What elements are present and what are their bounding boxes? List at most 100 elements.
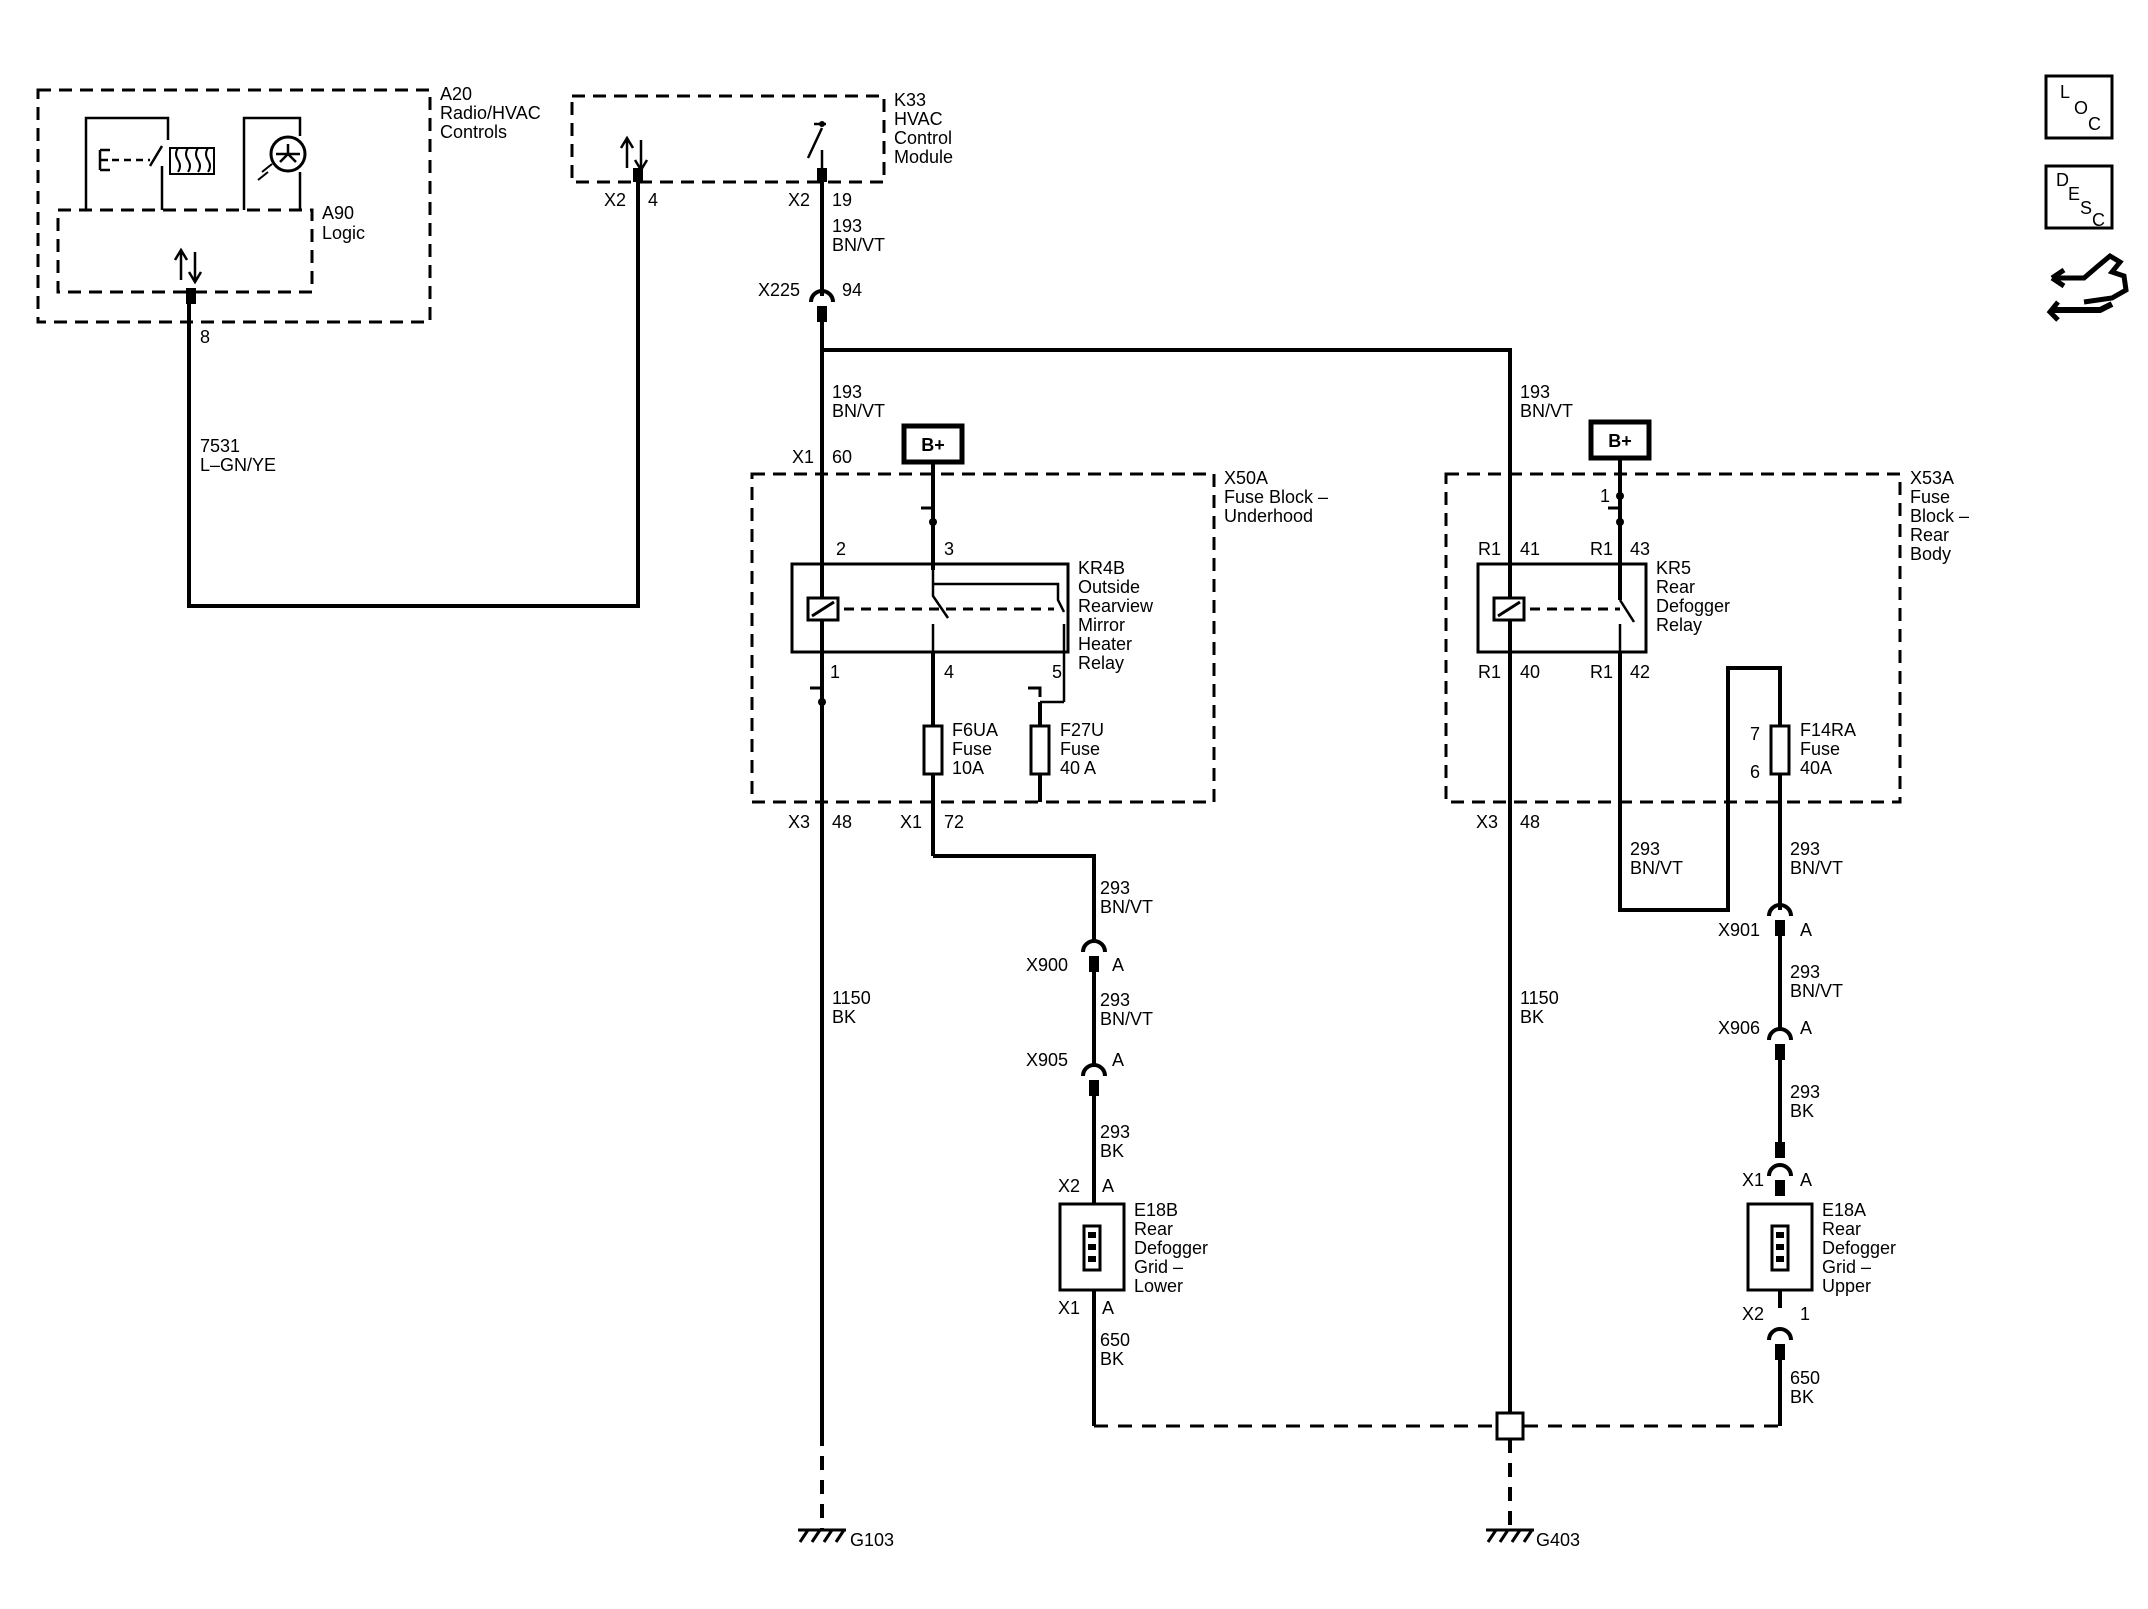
pin-connector: R1 — [1478, 539, 1501, 559]
rear-defog-switch-icon — [84, 116, 170, 210]
pin-label: 2 — [836, 539, 846, 559]
wire-label-circuit: 293 — [1100, 1122, 1130, 1142]
e18b-rear-defogger-grid-lower: X2 A E18B Rear Defogger Grid – Lower X1 … — [1058, 1176, 1208, 1426]
pin-connector: X3 — [788, 812, 810, 832]
desc-button[interactable]: D E S C — [2044, 164, 2114, 230]
pin-label: 43 — [1630, 539, 1650, 559]
pin-label: A — [1102, 1176, 1114, 1196]
connector-x906-icon — [1767, 1027, 1793, 1062]
e18a-label-line1: Rear — [1822, 1219, 1861, 1239]
f27u-label-id: F27U — [1060, 720, 1104, 740]
k33-hvac-control-module: K33 HVAC Control Module X2 4 X2 19 — [570, 90, 953, 210]
e18a-rear-defogger-grid-upper: X1 A E18A Rear Defogger Grid – Upper X2 … — [1742, 1170, 1896, 1426]
loc-letter-o: O — [2074, 98, 2088, 118]
wire-label-color: BK — [1790, 1101, 1814, 1121]
ground-g403-icon — [1484, 1528, 1536, 1544]
wire-label-color: BN/VT — [1790, 981, 1843, 1001]
e18a-label-line2: Defogger — [1822, 1238, 1896, 1258]
ground-g103-icon — [796, 1528, 848, 1544]
ground-g403-label: G403 — [1536, 1530, 1580, 1550]
pin-connector: R1 — [1590, 662, 1613, 682]
pin-label: 1 — [830, 662, 840, 682]
pin-connector: X2 — [788, 190, 810, 210]
pin-connector: X2 — [1058, 1176, 1080, 1196]
b-plus-label: B+ — [1608, 431, 1632, 451]
diagnostic-hand-icon[interactable] — [2046, 252, 2129, 322]
wire-label-color: BK — [1790, 1387, 1814, 1407]
pin-connector: X3 — [1476, 812, 1498, 832]
pin-label: A — [1112, 955, 1124, 975]
kr4b-label-line5: Relay — [1078, 653, 1124, 673]
wire-label-circuit: 293 — [1100, 990, 1130, 1010]
connector-x900-icon — [1081, 939, 1107, 974]
splice-pack-icon — [1495, 1411, 1525, 1441]
pin-connector: X1 — [1058, 1298, 1080, 1318]
wire-1150-right: 1150 BK — [1520, 988, 1559, 1027]
wire-label-color: BN/VT — [1520, 401, 1573, 421]
x53a-label-id: X53A — [1910, 468, 1954, 488]
wire-label-circuit: 293 — [1790, 1082, 1820, 1102]
wire-193-k33: 193 BN/VT X225 94 — [758, 182, 885, 324]
x53a-label-line4: Body — [1910, 544, 1951, 564]
wire-label-color: BK — [1100, 1349, 1124, 1369]
kr5-relay: R1 41 R1 43 KR5 Rear Defogger Relay R1 4… — [1476, 539, 1730, 682]
kr5-label-line3: Relay — [1656, 615, 1702, 635]
f14ra-label-type: Fuse — [1800, 739, 1840, 759]
splice-icon — [1026, 686, 1042, 699]
x53a-label-line1: Fuse — [1910, 487, 1950, 507]
b-plus-label: B+ — [921, 435, 945, 455]
pin-label: 3 — [944, 539, 954, 559]
wire-label-circuit: 1150 — [1520, 988, 1559, 1008]
wire-193-distribution: 193 BN/VT 193 BN/VT — [820, 322, 1573, 1432]
e18a-label-line4: Upper — [1822, 1276, 1871, 1296]
wire-label-color: BK — [832, 1007, 856, 1027]
a20-label-type: Controls — [440, 122, 507, 142]
f27u-label-rating: 40 A — [1060, 758, 1096, 778]
switch-contact-icon — [806, 121, 826, 168]
pin-label: 94 — [842, 280, 862, 300]
pin-label: A — [1102, 1298, 1114, 1318]
wire-label-circuit: 193 — [832, 216, 862, 236]
pin-label: 6 — [1750, 762, 1760, 782]
desc-letter-s: S — [2080, 198, 2092, 218]
k33-label-id: K33 — [894, 90, 926, 110]
heater-grid-icon — [1770, 1224, 1790, 1272]
serial-data-icon — [173, 247, 203, 285]
connector-e18a-x2-icon — [1767, 1327, 1793, 1362]
wire-label-circuit: 293 — [1790, 962, 1820, 982]
kr4b-label-line4: Heater — [1078, 634, 1132, 654]
x53a-label-line3: Rear — [1910, 525, 1949, 545]
kr5-label-id: KR5 — [1656, 558, 1691, 578]
e18b-label-line1: Rear — [1134, 1219, 1173, 1239]
e18b-label-line3: Grid – — [1134, 1257, 1183, 1277]
desc-letter-d: D — [2056, 170, 2069, 190]
pin-label: 4 — [648, 190, 658, 210]
loc-button[interactable]: L O C — [2044, 74, 2114, 140]
e18a-label-line3: Grid – — [1822, 1257, 1871, 1277]
ground-bus: G403 — [1094, 1411, 1780, 1550]
pin-label: 41 — [1520, 539, 1540, 559]
pin-connector: X1 — [1742, 1170, 1764, 1190]
wire-label-circuit: 193 — [832, 382, 862, 402]
f14ra-label-id: F14RA — [1800, 720, 1856, 740]
x50a-label-name: Fuse Block – — [1224, 487, 1328, 507]
heater-grid-icon — [1082, 1224, 1102, 1272]
k33-label-name2: Control — [894, 128, 952, 148]
kr4b-relay: 2 3 KR4B Outside Rearview Mirror Heater … — [790, 539, 1154, 682]
e18b-label-line2: Defogger — [1134, 1238, 1208, 1258]
pin-label: 42 — [1630, 662, 1650, 682]
f6ua-label-type: Fuse — [952, 739, 992, 759]
kr5-label-line2: Defogger — [1656, 596, 1730, 616]
pin-label: A — [1800, 1170, 1812, 1190]
f6ua-label-rating: 10A — [952, 758, 984, 778]
wire-label-color: BK — [1520, 1007, 1544, 1027]
pin-connector: X2 — [1742, 1304, 1764, 1324]
e18b-label-id: E18B — [1134, 1200, 1178, 1220]
a20-label-id: A20 — [440, 84, 472, 104]
pin-label: 1 — [1600, 486, 1610, 506]
loc-letter-l: L — [2060, 82, 2070, 102]
pin-label: A — [1112, 1050, 1124, 1070]
pin-connector: R1 — [1590, 539, 1613, 559]
connector-label: X905 — [1026, 1050, 1068, 1070]
wire-label-circuit: 193 — [1520, 382, 1550, 402]
